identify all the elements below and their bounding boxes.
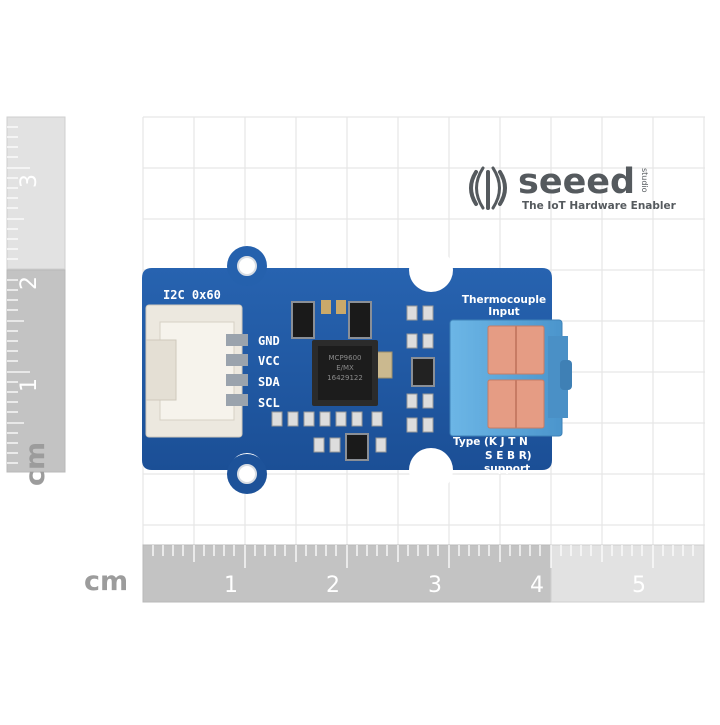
mcp9600-chip: MCP9600 E/MX 16429122: [312, 340, 378, 406]
pin-label-gnd: GND: [258, 334, 280, 348]
ruler-h-label-5: 5: [632, 573, 646, 598]
ruler-h-label-1: 1: [224, 573, 238, 598]
pcb-board: I2C 0x60 GND VCC SDA SCL Thermocouple In…: [142, 246, 572, 494]
chip-marking-3: 16429122: [327, 374, 363, 382]
seeed-logo-icon: [469, 166, 507, 210]
pin-label-vcc: VCC: [258, 354, 280, 368]
brand-name: seeed: [518, 162, 636, 202]
ruler-h-label-3: 3: [428, 573, 442, 598]
brand-suffix: studio: [640, 168, 649, 193]
ruler-v-label-3: 3: [17, 174, 42, 188]
ruler-v-label-2: 2: [17, 276, 42, 290]
chip-marking-1: MCP9600: [329, 354, 362, 362]
pin-label-sda: SDA: [258, 375, 280, 389]
input-label: Input: [488, 306, 519, 318]
type-support-line3: support: [484, 463, 530, 475]
pin-label-scl: SCL: [258, 396, 280, 410]
type-support-line2: S E B R): [485, 450, 532, 462]
vertical-ruler: 3 2 1: [6, 116, 66, 473]
ruler-unit-horizontal: cm: [84, 566, 129, 597]
ruler-unit-vertical: cm: [20, 441, 51, 486]
chip-marking-2: E/MX: [336, 364, 354, 372]
thermocouple-terminal-block: [449, 319, 572, 437]
ruler-h-label-4: 4: [530, 573, 544, 598]
mount-hole-top-right: [409, 248, 453, 292]
thermocouple-label: Thermocouple: [462, 294, 546, 306]
i2c-address-label: I2C 0x60: [163, 288, 221, 302]
brand-tagline: The IoT Hardware Enabler: [522, 200, 676, 212]
mount-hole-bottom-right: [409, 448, 453, 492]
smd-components: [271, 300, 435, 461]
ruler-v-label-1: 1: [17, 378, 42, 392]
ruler-h-label-2: 2: [326, 573, 340, 598]
grove-connector: [145, 304, 248, 438]
type-support-line1: Type (K J T N: [453, 436, 528, 448]
horizontal-ruler: 1 2 3 4 5: [142, 544, 705, 603]
